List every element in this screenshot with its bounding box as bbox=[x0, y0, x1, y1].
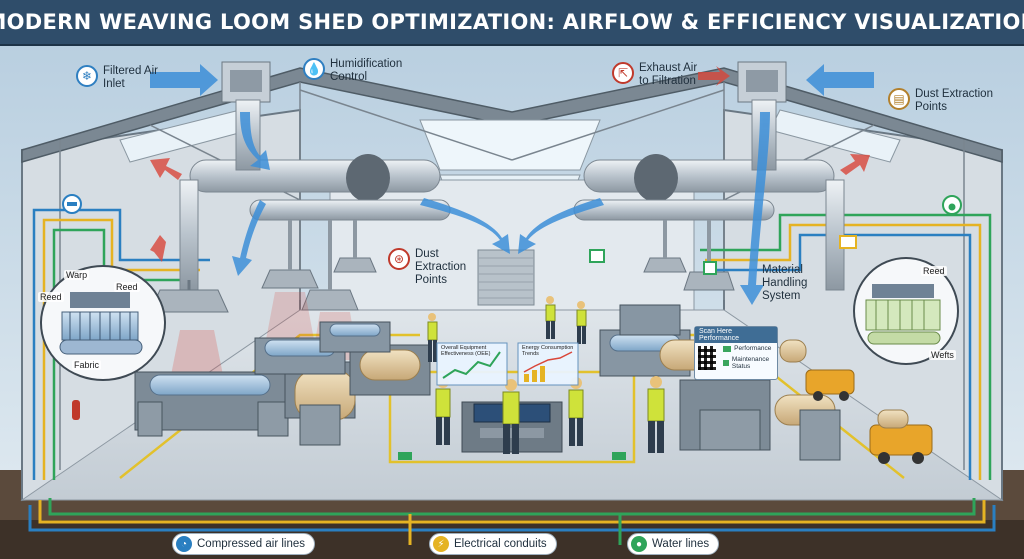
label-reed-a: Reed bbox=[38, 292, 64, 302]
scan-panel-row-performance: Performance bbox=[719, 343, 777, 354]
qr-code-icon[interactable] bbox=[698, 346, 717, 370]
legend-compressed-air: ◔ Compressed air lines bbox=[172, 533, 316, 555]
label-fabric: Fabric bbox=[72, 360, 102, 370]
label-reed-right: Reed bbox=[921, 266, 947, 276]
diagram-title: Modern Weaving Loom Shed Optimization: A… bbox=[0, 10, 1024, 34]
energy-screen bbox=[517, 342, 579, 386]
callout-filtered-air: ❄ Filtered Air Inlet bbox=[76, 65, 158, 91]
callout-material-handling: Material Handling System bbox=[762, 264, 808, 302]
snowflake-icon: ❄ bbox=[76, 65, 98, 87]
water-drop-icon: 💧 bbox=[303, 58, 325, 80]
loom-detail-right bbox=[853, 257, 959, 365]
airflow-arrows bbox=[150, 64, 874, 305]
wall-icon-right bbox=[942, 195, 962, 215]
hvac-unit-right bbox=[737, 61, 787, 103]
oee-screen bbox=[436, 342, 508, 386]
scan-performance-panel: Scan Here Performance Performance Mainte… bbox=[694, 326, 778, 380]
oee-screen-title: Overall Equipment Effectiveness (OEE) bbox=[441, 345, 491, 357]
hvac-unit-left bbox=[221, 61, 271, 103]
callout-dust-extraction-right: ▤ Dust Extraction Points bbox=[888, 88, 993, 114]
monitor-icon bbox=[589, 249, 605, 263]
gauge-icon: ◔ bbox=[176, 536, 192, 552]
energy-screen-title: Energy Consumption Trends bbox=[522, 345, 574, 357]
callout-dust-extraction-center: ⊛ Dust Extraction Points bbox=[388, 248, 466, 287]
legend-electrical: ⚡ Electrical conduits bbox=[429, 533, 557, 555]
exhaust-arrow-icon: ⇱ bbox=[612, 62, 634, 84]
loom-detail-left bbox=[40, 265, 166, 381]
label-wefts: Wefts bbox=[929, 350, 956, 360]
scan-panel-header: Scan Here Performance bbox=[695, 327, 777, 343]
electrical-box-icon bbox=[839, 235, 857, 249]
label-warp: Warp bbox=[64, 270, 90, 280]
loom-row-left bbox=[134, 321, 431, 446]
loom-row-right bbox=[599, 304, 841, 461]
forklift bbox=[805, 369, 933, 464]
legend-water: ● Water lines bbox=[627, 533, 720, 555]
title-banner: Modern Weaving Loom Shed Optimization: A… bbox=[0, 0, 1024, 46]
scan-panel-row-maintenance: Maintenance Status bbox=[719, 354, 777, 372]
filter-icon: ▤ bbox=[888, 88, 910, 110]
sensor-icon bbox=[703, 261, 717, 275]
callout-exhaust-air: ⇱ Exhaust Air to Filtration bbox=[612, 62, 697, 88]
duct-network bbox=[149, 99, 845, 313]
dust-icon: ⊛ bbox=[388, 248, 410, 270]
water-drop-icon: ● bbox=[631, 536, 647, 552]
wall-icon-left bbox=[62, 194, 82, 214]
lightning-icon: ⚡ bbox=[433, 536, 449, 552]
fire-extinguisher bbox=[72, 400, 80, 420]
label-reed-b: Reed bbox=[114, 282, 140, 292]
callout-humidification: 💧 Humidification Control bbox=[303, 58, 402, 84]
